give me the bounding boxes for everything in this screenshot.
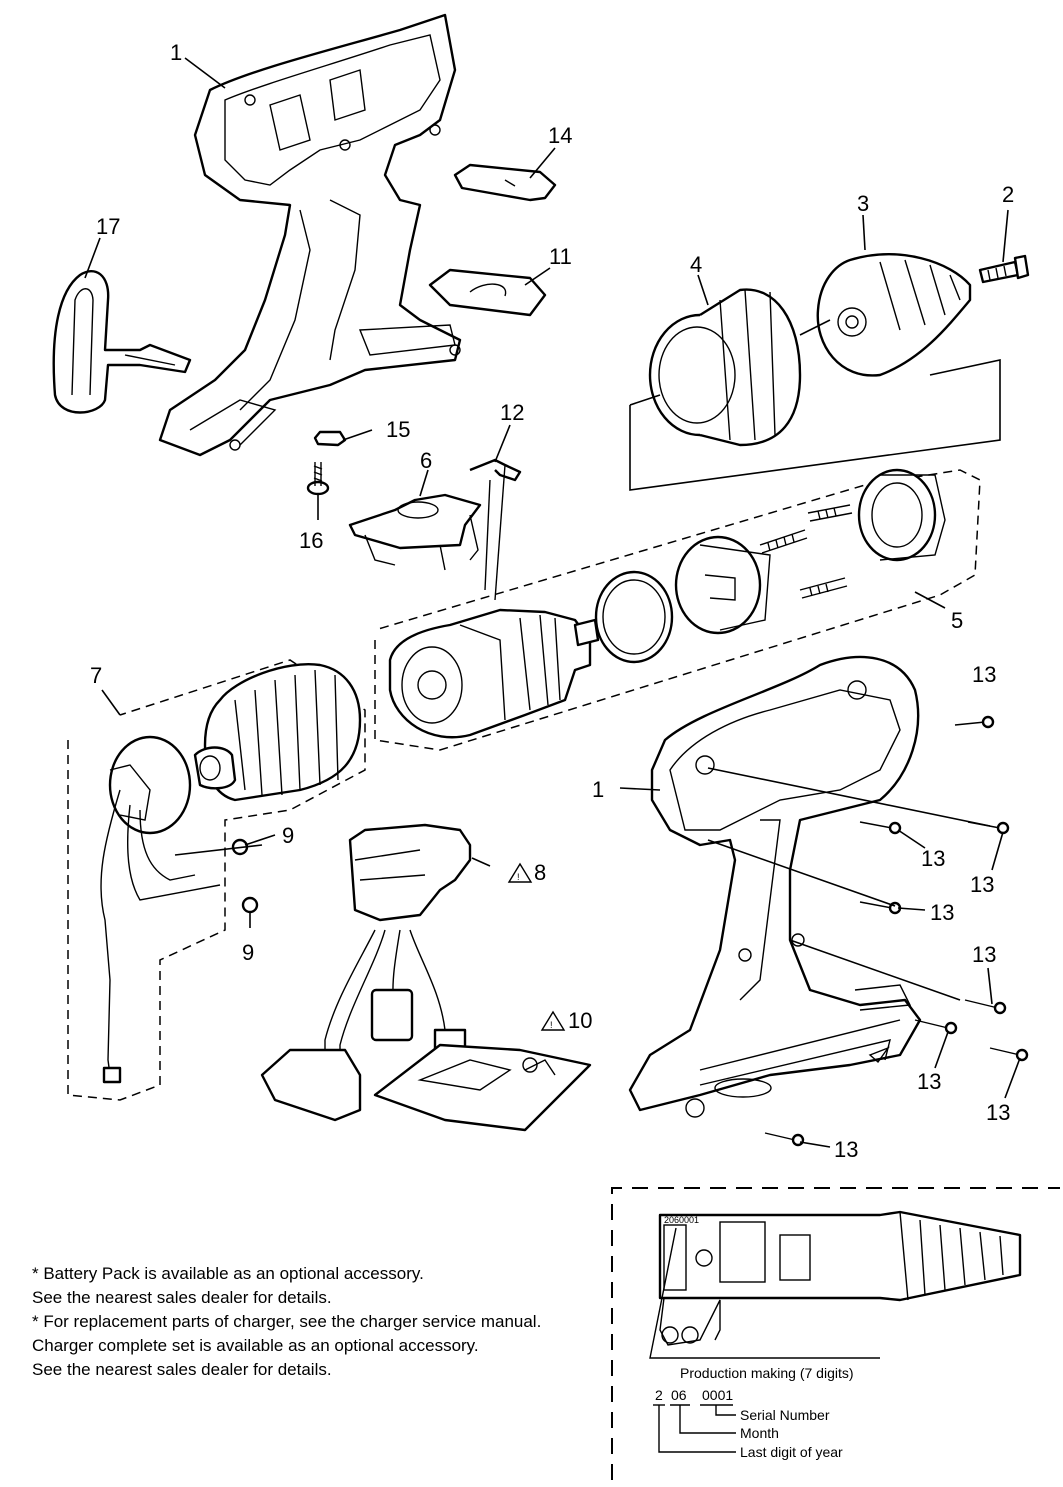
callout-16: 16: [299, 528, 323, 553]
callout-13g: 13: [986, 1100, 1010, 1125]
callout-13a: 13: [972, 662, 996, 687]
chuck-sleeve-4: [648, 288, 802, 447]
callout-5: 5: [951, 608, 963, 633]
part-12-spring-wire: [469, 458, 522, 601]
callout-7: 7: [90, 663, 102, 688]
callout-8: 8: [534, 860, 546, 885]
callout-6: 6: [420, 448, 432, 473]
callout-1-bottom: 1: [592, 777, 604, 802]
part-6-cover: [348, 493, 482, 571]
chuck-cone-3: [816, 253, 972, 377]
inset-code-serial: 0001: [702, 1387, 733, 1403]
inset-code-year: 2: [655, 1387, 663, 1403]
housing-half-right: [628, 655, 922, 1118]
clutch-holder: [674, 535, 771, 635]
inset-code-month: 06: [671, 1387, 687, 1403]
callout-11: 11: [549, 244, 572, 269]
callout-14: 14: [548, 123, 572, 148]
callout-13h: 13: [834, 1137, 858, 1162]
svg-text:!: !: [517, 872, 520, 882]
callout-13e: 13: [972, 942, 996, 967]
belt-clip: [52, 269, 192, 414]
callout-12: 12: [500, 400, 524, 425]
part-14-plate: [453, 163, 557, 202]
inset-title: Production making (7 digits): [680, 1365, 854, 1381]
inset-legend-year: Last digit of year: [740, 1444, 843, 1460]
callout-4: 4: [690, 252, 702, 277]
clutch-ring: [857, 468, 946, 562]
callout-10: 10: [568, 1008, 592, 1033]
inset-label-code: 2060001: [664, 1215, 699, 1225]
chuck-screw-2: [978, 254, 1030, 284]
notes-block: * Battery Pack is available as an option…: [32, 1262, 607, 1382]
motor: [193, 663, 362, 802]
note-line: Charger complete set is available as an …: [32, 1336, 479, 1355]
callout-15: 15: [386, 417, 410, 442]
inset-legend-serial: Serial Number: [740, 1407, 830, 1423]
note-line: See the nearest sales dealer for details…: [32, 1360, 332, 1379]
warning-icon-8: !: [507, 862, 533, 883]
part-16-screw: [306, 462, 330, 496]
part-15-nameplate: [313, 430, 347, 447]
callout-13f: 13: [917, 1069, 941, 1094]
housing-half-left: [158, 13, 462, 457]
callout-17: 17: [96, 214, 120, 239]
callout-13c: 13: [970, 872, 994, 897]
leader-lines: [84, 57, 1021, 1148]
gearbox: [388, 608, 600, 739]
note-line: * For replacement parts of charger, see …: [32, 1312, 542, 1331]
note-line: * Battery Pack is available as an option…: [32, 1264, 424, 1283]
callout-1-top: 1: [170, 40, 182, 65]
screws-9: [231, 838, 259, 914]
part-11-cover: [428, 268, 547, 317]
motor-brush-holder: [100, 735, 221, 1084]
warning-icon-10: !: [540, 1010, 566, 1031]
note-line: See the nearest sales dealer for details…: [32, 1288, 332, 1307]
production-code-inset: 2060001 Production making (7 digits) 2 0…: [611, 1187, 1060, 1480]
inset-legend-month: Month: [740, 1425, 779, 1441]
svg-text:!: !: [550, 1020, 553, 1030]
callout-9a: 9: [282, 823, 294, 848]
callout-9b: 9: [242, 940, 254, 965]
callout-13b: 13: [921, 846, 945, 871]
o-ring: [594, 570, 674, 664]
callout-2: 2: [1002, 182, 1014, 207]
controller-board-10: [373, 1043, 592, 1132]
callout-13d: 13: [930, 900, 954, 925]
springs: [759, 504, 853, 599]
callout-3: 3: [857, 191, 869, 216]
